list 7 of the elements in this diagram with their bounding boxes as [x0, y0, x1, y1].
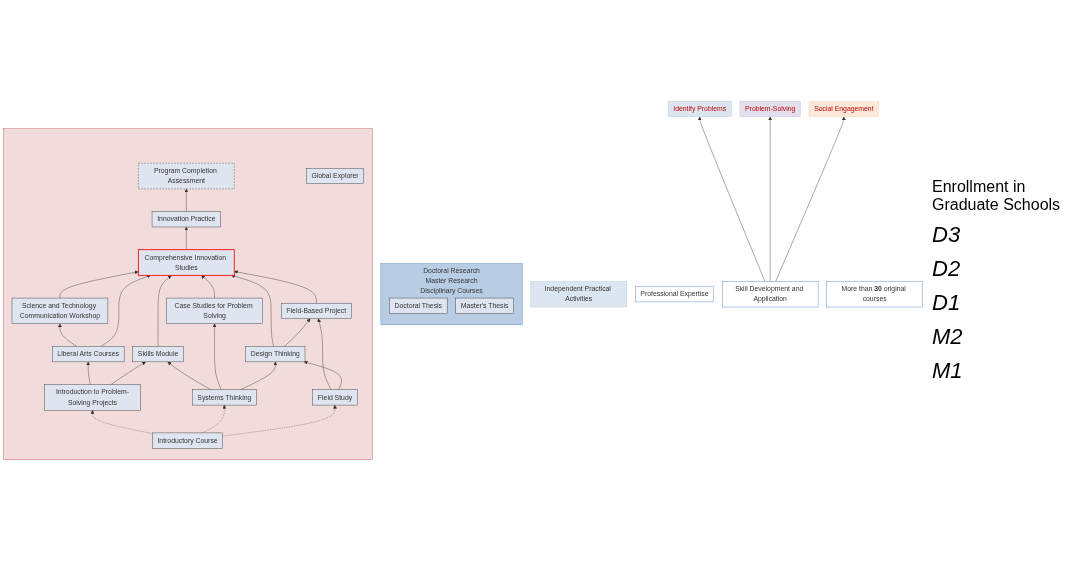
- level-label: D3: [932, 221, 962, 248]
- level-label: D2: [932, 255, 962, 282]
- cluster: [3, 128, 373, 460]
- level-label: Enrollment in Graduate Schools: [932, 177, 1062, 214]
- level-label: M1: [932, 357, 964, 384]
- level-label: M2: [932, 323, 964, 350]
- level-label: D1: [932, 289, 962, 316]
